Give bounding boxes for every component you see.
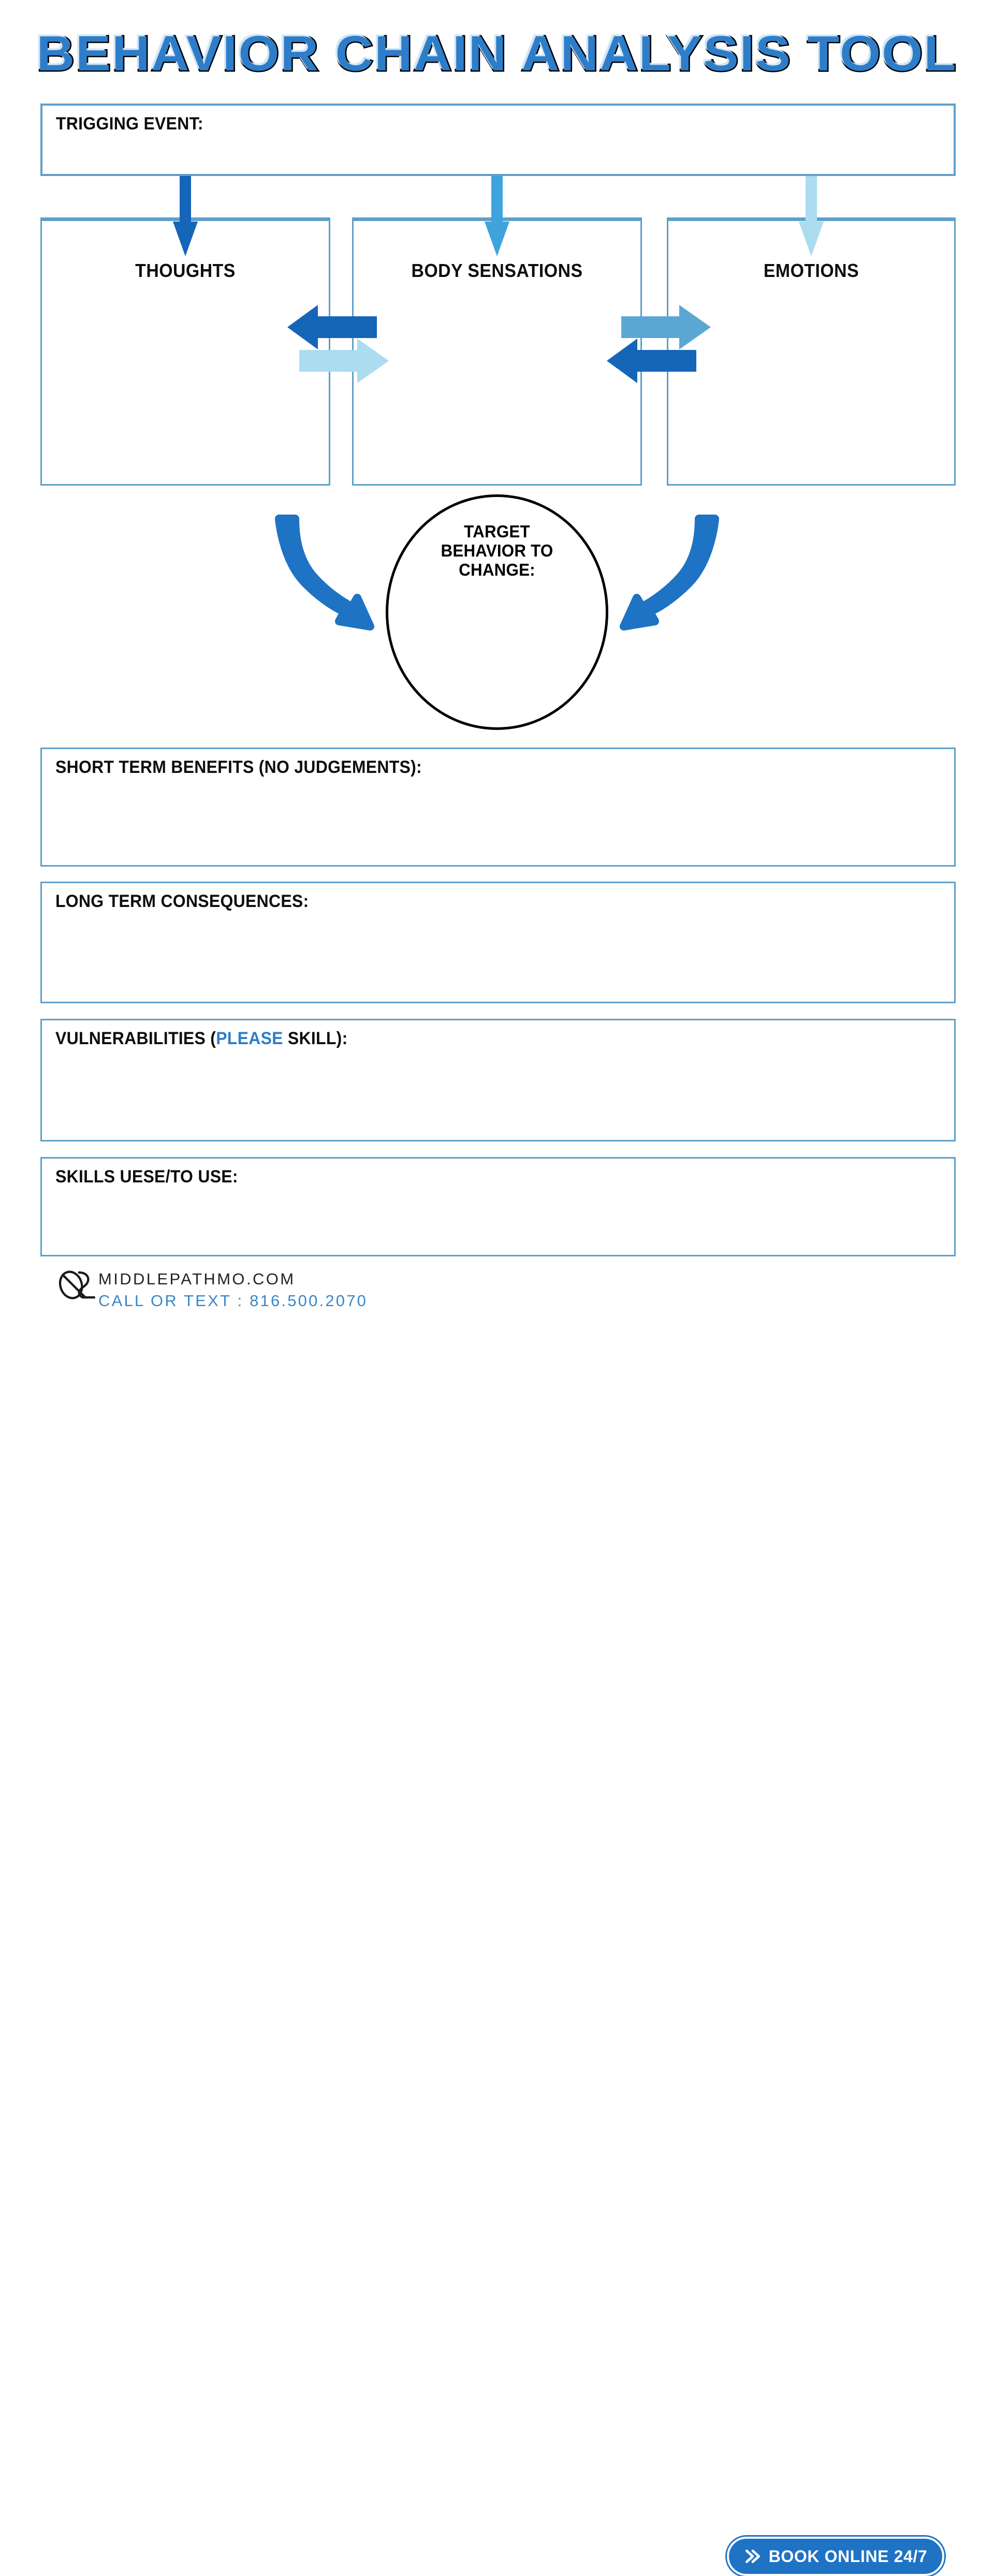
please-skill-accent: PLEASE	[216, 1029, 283, 1048]
long-term-consequences-box[interactable]: LONG TERM CONSEQUENCES:	[40, 882, 956, 1003]
long-term-consequences-label: LONG TERM CONSEQUENCES:	[55, 891, 309, 911]
emotions-label: EMOTIONS	[763, 260, 859, 281]
worksheet-page: BEHAVIOR CHAIN ANALYSIS TOOL TRIGGING EV…	[0, 25, 994, 2576]
trigging-event-label: TRIGGING EVENT:	[56, 114, 203, 134]
short-term-benefits-box[interactable]: SHORT TERM BENEFITS (NO JUDGEMENTS):	[40, 748, 956, 867]
double-chevron-right-icon	[745, 2549, 760, 2564]
emotions-box[interactable]: EMOTIONS	[667, 217, 956, 486]
curved-arrow-down-right-icon	[275, 515, 374, 631]
curved-arrow-down-left-icon	[620, 515, 719, 631]
trigging-event-box[interactable]: TRIGGING EVENT:	[40, 104, 956, 176]
book-online-label: BOOK ONLINE 24/7	[768, 2546, 928, 2566]
target-line-3: CHANGE:	[459, 560, 535, 579]
thoughts-label: THOUGHTS	[135, 260, 236, 281]
skills-used-box[interactable]: SKILLS UESE/TO USE:	[40, 1157, 956, 1256]
vulnerabilities-label: VULNERABILITIES (PLEASE SKILL):	[55, 1029, 348, 1049]
footer-phone[interactable]: CALL OR TEXT : 816.500.2070	[98, 1292, 368, 1310]
footer-website[interactable]: MIDDLEPATHMO.COM	[98, 1270, 296, 1288]
thoughts-box[interactable]: THOUGHTS	[40, 217, 330, 486]
page-title: BEHAVIOR CHAIN ANALYSIS TOOL	[35, 25, 958, 82]
footer: MIDDLEPATHMO.COM CALL OR TEXT : 816.500.…	[0, 1265, 994, 2576]
target-line-2: BEHAVIOR TO	[441, 541, 553, 560]
vulnerabilities-label-pre: VULNERABILITIES (	[55, 1029, 216, 1048]
skills-used-label: SKILLS UESE/TO USE:	[55, 1167, 238, 1187]
target-behavior-circle[interactable]: TARGET BEHAVIOR TO CHANGE:	[386, 494, 608, 730]
target-line-1: TARGET	[464, 522, 530, 541]
vulnerabilities-box[interactable]: VULNERABILITIES (PLEASE SKILL):	[40, 1019, 956, 1141]
page-title-wrapper: BEHAVIOR CHAIN ANALYSIS TOOL	[0, 25, 994, 84]
vulnerabilities-label-post: SKILL):	[283, 1029, 348, 1048]
target-behavior-label: TARGET BEHAVIOR TO CHANGE:	[394, 522, 601, 579]
body-sensations-box[interactable]: BODY SENSATIONS	[352, 217, 642, 486]
ampersand-monogram-logo	[59, 1270, 96, 1299]
short-term-benefits-label: SHORT TERM BENEFITS (NO JUDGEMENTS):	[55, 757, 422, 777]
footer-contact: MIDDLEPATHMO.COM CALL OR TEXT : 816.500.…	[98, 1268, 368, 1312]
body-sensations-label: BODY SENSATIONS	[411, 260, 583, 281]
book-online-button[interactable]: BOOK ONLINE 24/7	[727, 2537, 944, 2576]
